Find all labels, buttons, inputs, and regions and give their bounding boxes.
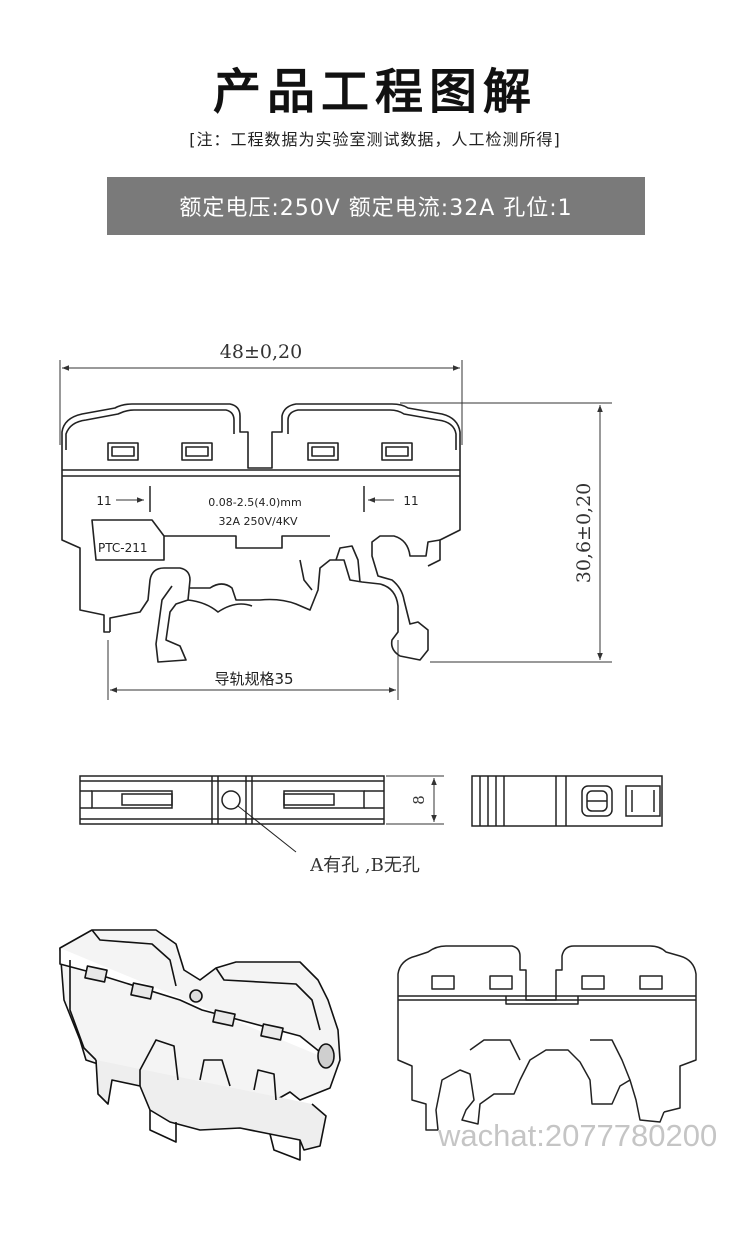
rail-clip <box>109 567 191 663</box>
rating-label: 32A 250V/4KV <box>219 515 298 528</box>
height-dimension: 30,6±0,20 <box>573 483 595 584</box>
thickness-dimension: 8 <box>410 795 428 805</box>
housing-outline <box>61 403 461 469</box>
rail-dimension: 导轨规格35 <box>214 670 293 688</box>
wire-slot <box>107 442 139 461</box>
wire-slot <box>381 442 413 461</box>
top-view <box>79 775 385 853</box>
page-title: 产品工程图解 <box>212 64 537 120</box>
isometric-view <box>59 929 341 1161</box>
front-view-dimensions <box>59 360 612 700</box>
top-view-dimensions <box>386 775 444 825</box>
rated-voltage: 额定电压:250V <box>179 196 341 221</box>
mounting-hole <box>221 790 241 810</box>
test-data-note: [注：工程数据为实验室测试数据，人工检测所得] <box>189 130 561 149</box>
width-dimension: 48±0,20 <box>220 341 302 363</box>
rated-current: 额定电流:32A <box>348 196 496 221</box>
model-label: PTC-211 <box>98 541 147 555</box>
hole-callout: A有孔 ,B无孔 <box>309 855 420 876</box>
hole-count: 孔位:1 <box>503 196 573 221</box>
watermark: wachat:2077780200 <box>438 1118 718 1153</box>
wire-slot <box>181 442 213 461</box>
front-view <box>61 403 461 663</box>
strip-length-right: 11 <box>403 494 418 508</box>
wire-slot <box>307 442 339 461</box>
wire-range-label: 0.08-2.5(4.0)mm <box>208 496 301 509</box>
strip-length-left: 11 <box>96 494 111 508</box>
side-view <box>471 775 663 827</box>
spec-bar: 额定电压:250V 额定电流:32A 孔位:1 <box>107 177 645 235</box>
front-view-small <box>397 945 697 1131</box>
